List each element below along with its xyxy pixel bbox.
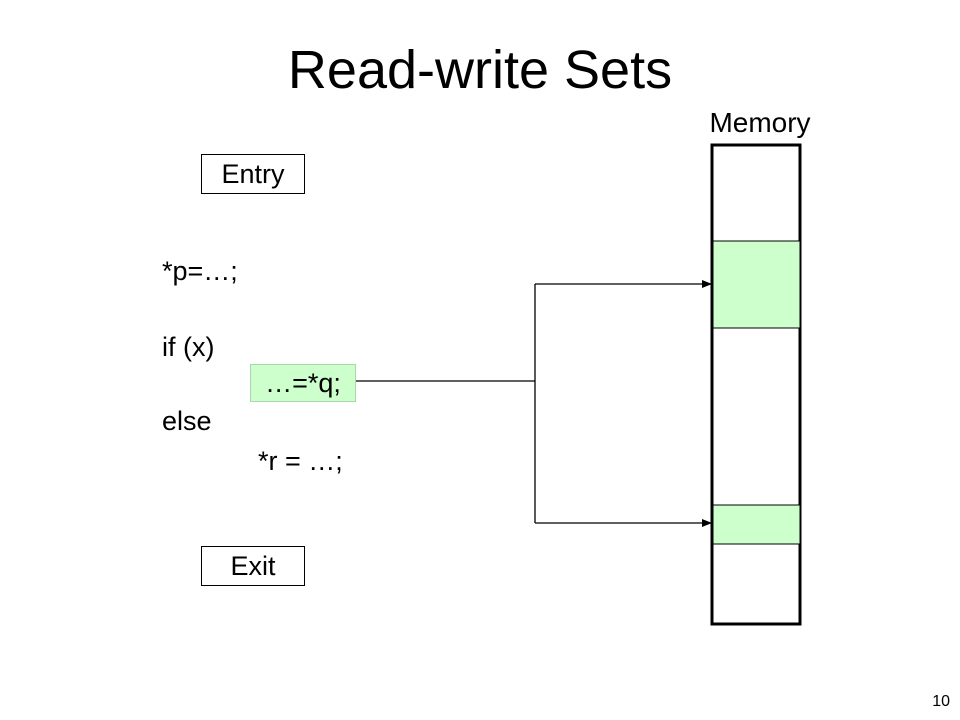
code-line-if: if (x): [162, 332, 215, 362]
slide-title: Read-write Sets: [287, 40, 673, 100]
page-number: 10: [932, 693, 950, 710]
code-line-assign-p: *p=…;: [162, 256, 238, 286]
memory-region-read: [712, 240, 801, 329]
memory-label: Memory: [709, 107, 811, 138]
code-line-write-r: *r = …;: [258, 446, 343, 476]
code-line-else: else: [162, 406, 212, 436]
memory-column: [710, 143, 802, 626]
read-statement-highlight: …=*q;: [250, 364, 356, 402]
exit-node: Exit: [201, 546, 305, 586]
memory-region-write: [712, 504, 801, 545]
entry-node: Entry: [201, 154, 305, 194]
